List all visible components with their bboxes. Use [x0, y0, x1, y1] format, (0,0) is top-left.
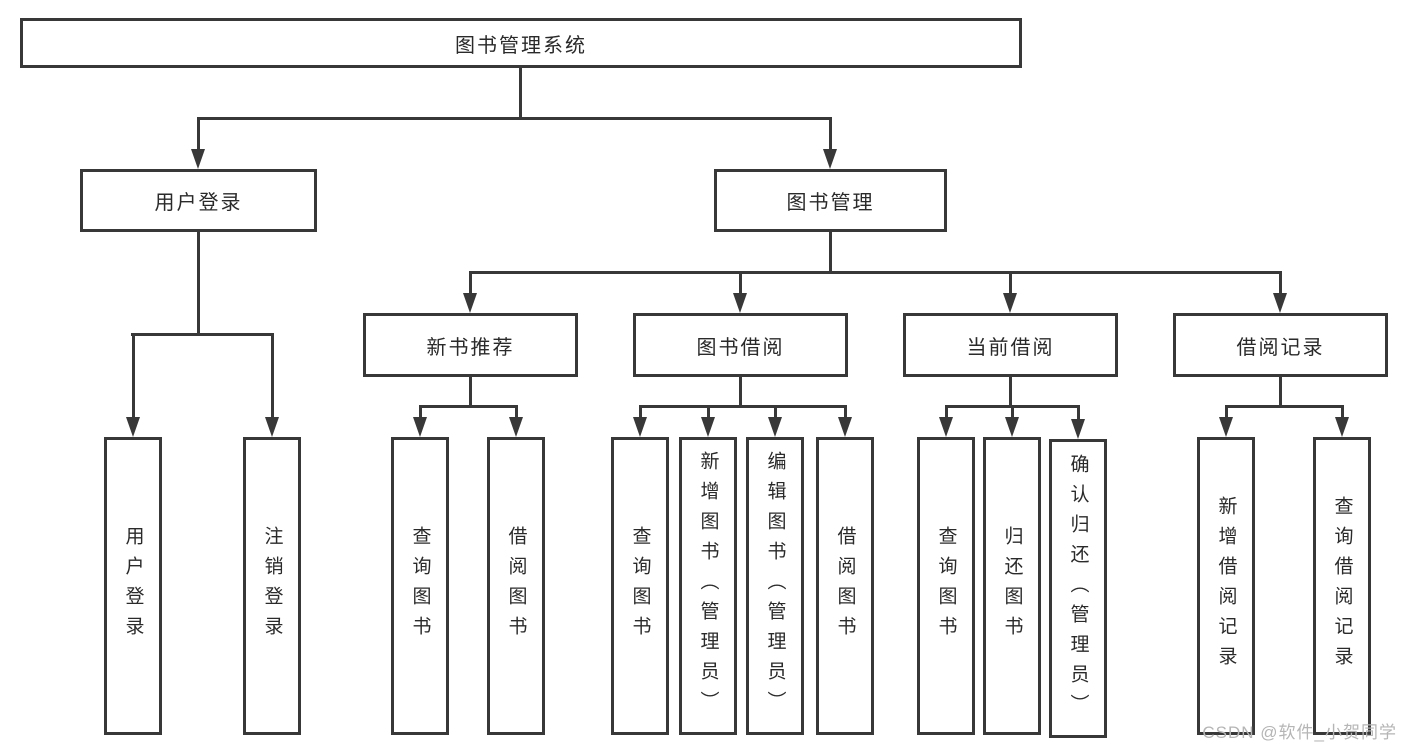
- connector-line: [1341, 405, 1344, 419]
- leaf-user-login: 用户登录: [104, 437, 162, 735]
- leaf-confirm-return-admin: 确认归还（管理员）: [1049, 439, 1107, 738]
- leaf-query-borrow-record: 查询借阅记录: [1313, 437, 1371, 735]
- node-new-book-recommend: 新书推荐: [363, 313, 578, 377]
- leaf-query-books-borrowing: 查询图书: [611, 437, 669, 735]
- arrow-down-icon: [463, 293, 477, 313]
- node-user-login-branch: 用户登录: [80, 169, 317, 232]
- node-current-borrowing: 当前借阅: [903, 313, 1118, 377]
- leaf-query-books-recommend: 查询图书: [391, 437, 449, 735]
- connector-line: [419, 405, 518, 408]
- leaf-add-book-admin: 新增图书（管理员）: [679, 437, 737, 735]
- connector-line: [197, 117, 200, 151]
- connector-line: [515, 405, 518, 419]
- connector-line: [844, 405, 847, 419]
- node-book-management-branch: 图书管理: [714, 169, 947, 232]
- arrow-down-icon: [126, 417, 140, 437]
- connector-line: [774, 405, 777, 419]
- connector-line: [132, 333, 135, 419]
- arrow-down-icon: [838, 417, 852, 437]
- arrow-down-icon: [509, 417, 523, 437]
- connector-line: [829, 232, 832, 273]
- connector-line: [945, 405, 948, 419]
- connector-line: [1011, 405, 1014, 419]
- arrow-down-icon: [1219, 417, 1233, 437]
- connector-line: [1279, 377, 1282, 407]
- connector-line: [1009, 377, 1012, 407]
- connector-line: [639, 405, 847, 408]
- arrow-down-icon: [633, 417, 647, 437]
- connector-line: [829, 117, 832, 151]
- connector-line: [1279, 271, 1282, 295]
- arrow-down-icon: [1005, 417, 1019, 437]
- connector-line: [739, 271, 742, 295]
- connector-line: [197, 232, 200, 335]
- arrow-down-icon: [1071, 419, 1085, 439]
- leaf-add-borrow-record: 新增借阅记录: [1197, 437, 1255, 735]
- csdn-watermark: CSDN @软件_小贺同学: [1202, 723, 1397, 742]
- node-borrowing-records: 借阅记录: [1173, 313, 1388, 377]
- leaf-edit-book-admin: 编辑图书（管理员）: [746, 437, 804, 735]
- arrow-down-icon: [265, 417, 279, 437]
- leaf-borrow-books: 借阅图书: [816, 437, 874, 735]
- connector-line: [639, 405, 642, 419]
- connector-line: [1077, 405, 1080, 421]
- connector-line: [519, 68, 522, 118]
- connector-line: [469, 377, 472, 407]
- connector-line: [1225, 405, 1228, 419]
- arrow-down-icon: [701, 417, 715, 437]
- leaf-logout: 注销登录: [243, 437, 301, 735]
- arrow-down-icon: [191, 149, 205, 169]
- connector-line: [271, 333, 274, 419]
- arrow-down-icon: [823, 149, 837, 169]
- arrow-down-icon: [1003, 293, 1017, 313]
- arrow-down-icon: [939, 417, 953, 437]
- arrow-down-icon: [1273, 293, 1287, 313]
- connector-line: [739, 377, 742, 407]
- arrow-down-icon: [413, 417, 427, 437]
- connector-line: [419, 405, 422, 419]
- arrow-down-icon: [768, 417, 782, 437]
- leaf-return-books: 归还图书: [983, 437, 1041, 735]
- connector-line: [707, 405, 710, 419]
- connector-line: [469, 271, 1282, 274]
- connector-line: [131, 333, 274, 336]
- node-root-system: 图书管理系统: [20, 18, 1022, 68]
- connector-line: [197, 117, 832, 120]
- node-book-borrowing: 图书借阅: [633, 313, 848, 377]
- connector-line: [1225, 405, 1344, 408]
- arrow-down-icon: [733, 293, 747, 313]
- connector-line: [1009, 271, 1012, 295]
- connector-line: [469, 271, 472, 295]
- leaf-query-books-current: 查询图书: [917, 437, 975, 735]
- arrow-down-icon: [1335, 417, 1349, 437]
- leaf-borrow-books-recommend: 借阅图书: [487, 437, 545, 735]
